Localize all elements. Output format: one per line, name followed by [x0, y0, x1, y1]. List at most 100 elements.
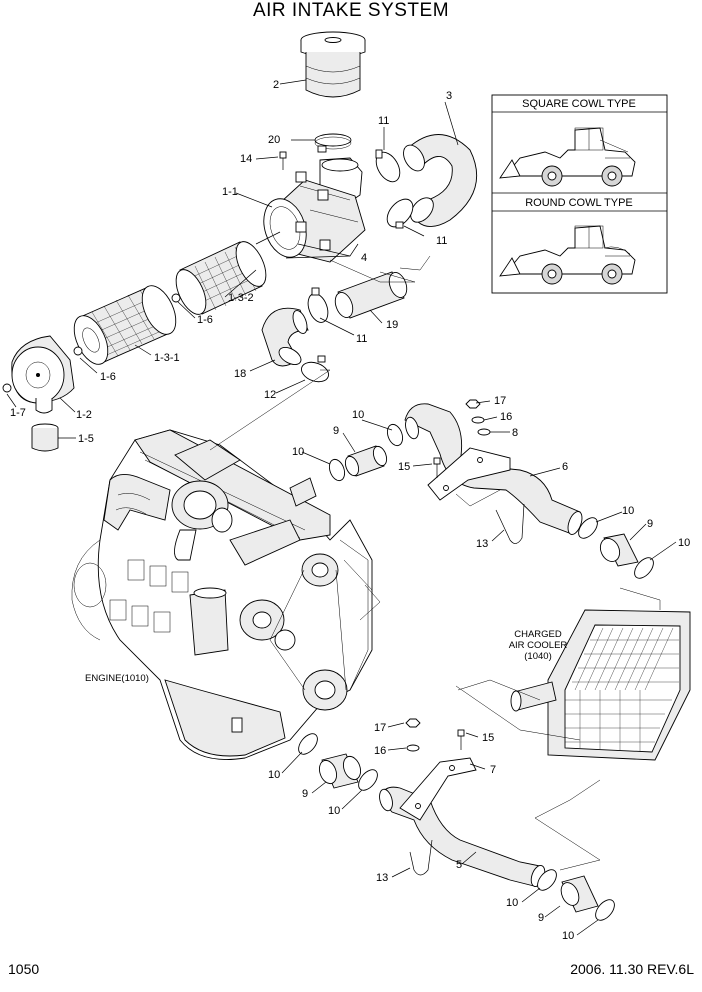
callout-2: 2 [273, 79, 279, 91]
inset-label-round: ROUND COWL TYPE [525, 197, 633, 209]
callout-4: 4 [361, 252, 367, 264]
clamp-12 [301, 355, 329, 383]
main-filter-1-3-1 [73, 285, 177, 365]
clamp-10-c [578, 517, 598, 539]
clamp-11-lower [386, 198, 414, 229]
callout-15-a: 15 [398, 461, 410, 473]
engine-assembly [71, 429, 373, 760]
diagram-title: AIR INTAKE SYSTEM [253, 0, 449, 21]
callout-10-d: 10 [678, 537, 690, 549]
nut-1-6-lower [73, 346, 83, 356]
hose-19 [334, 271, 408, 319]
washer-8-upper [477, 428, 491, 436]
callout-1-7: 1-7 [10, 407, 26, 419]
callout-9-d: 9 [538, 912, 544, 924]
washer-16-upper [471, 416, 485, 424]
hose-9-lower-left [318, 753, 362, 789]
callout-14: 14 [240, 153, 252, 165]
pre-cleaner-cap [300, 31, 366, 98]
callout-9-b: 9 [647, 518, 653, 530]
callout-11-a: 11 [378, 115, 389, 127]
callout-1-3-2: 1-3-2 [228, 292, 254, 304]
clamp-10-e [298, 733, 318, 755]
evacuator-1-5 [31, 423, 59, 452]
hose-9-upper [344, 445, 388, 477]
callout-18: 18 [234, 368, 246, 380]
callout-3: 3 [446, 90, 452, 102]
callout-19: 19 [386, 319, 398, 331]
bolt-14 [279, 151, 287, 170]
callout-5: 5 [456, 859, 462, 871]
washer-16-lower [406, 744, 420, 752]
callout-6: 6 [562, 461, 568, 473]
callout-10-b: 10 [292, 446, 304, 458]
callout-1-6-a: 1-6 [197, 314, 213, 326]
callout-9-c: 9 [302, 788, 308, 800]
callout-1-1: 1-1 [222, 186, 238, 198]
bolt-15-lower [457, 729, 465, 750]
cooler-label-line2: AIR COOLER [509, 640, 568, 651]
callout-10-c: 10 [622, 505, 634, 517]
callout-13-a: 13 [476, 538, 488, 550]
assembly-lines [209, 255, 661, 871]
u-bolt-13-lower [409, 839, 433, 876]
callout-13-b: 13 [376, 872, 388, 884]
elbow-18 [261, 307, 309, 367]
u-bolt-13-upper [495, 503, 525, 544]
page-number: 1050 [8, 961, 39, 977]
inset-panel: SQUARE COWL TYPE ROUND COWL TYPE [491, 94, 668, 294]
clamp-10-g [537, 869, 557, 891]
nut-17-lower [405, 718, 421, 728]
callout-15-b: 15 [482, 732, 494, 744]
cooler-label-line3: (1040) [524, 651, 551, 662]
callout-17-b: 17 [374, 722, 386, 734]
clamp-10-f [358, 769, 378, 791]
callout-8: 8 [512, 427, 518, 439]
callout-1-2: 1-2 [76, 409, 92, 421]
callout-1-6-b: 1-6 [100, 371, 116, 383]
clamp-10-b [386, 423, 404, 447]
leader-lines [6, 79, 677, 936]
callout-9-a: 9 [333, 425, 339, 437]
callout-10-e: 10 [268, 769, 280, 781]
valve-1-7 [2, 383, 12, 393]
nut-1-6-upper [171, 293, 181, 303]
safety-filter-1-3-2 [175, 241, 267, 315]
intake-elbow-3 [403, 134, 478, 227]
callout-10-g: 10 [506, 897, 518, 909]
callouts: 2 3 20 11 14 1-1 11 4 1-3-2 1-6 19 11 1-… [10, 79, 690, 942]
clamp-20 [314, 133, 352, 153]
callout-10-a: 10 [352, 409, 364, 421]
cooler-label-line1: CHARGED [514, 629, 562, 640]
callout-11-b: 11 [436, 235, 447, 247]
bolt-15-upper [433, 457, 441, 478]
engine-label: ENGINE(1010) [85, 673, 149, 684]
clamp-10-a [328, 458, 346, 482]
charged-air-cooler [510, 609, 691, 761]
callout-20: 20 [268, 134, 280, 146]
clamp-11-upper [375, 149, 401, 183]
nut-17-upper [465, 399, 481, 409]
callout-12: 12 [264, 389, 276, 401]
bracket-7 [399, 757, 477, 821]
hose-9-right [599, 533, 639, 567]
callout-10-f: 10 [328, 805, 340, 817]
callout-1-3-1: 1-3-1 [154, 352, 180, 364]
revision-stamp: 2006. 11.30 REV.6L [570, 961, 694, 977]
hose-9-bottom [560, 875, 599, 913]
bracket-8 [427, 447, 511, 501]
callout-1-5: 1-5 [78, 433, 94, 445]
intake-pipe-5 [379, 786, 546, 887]
clamp-11-mid [307, 287, 329, 323]
clamp-10-h [595, 899, 615, 921]
cover-1-2 [11, 335, 75, 414]
callout-11-c: 11 [356, 333, 367, 345]
callout-10-h: 10 [562, 930, 574, 942]
callout-7: 7 [490, 764, 496, 776]
wheel-loader-round-cowl [499, 225, 636, 285]
callout-16-a: 16 [500, 411, 512, 423]
inset-label-square: SQUARE COWL TYPE [522, 98, 636, 110]
callout-16-b: 16 [374, 745, 386, 757]
wheel-loader-square-cowl [499, 127, 636, 187]
